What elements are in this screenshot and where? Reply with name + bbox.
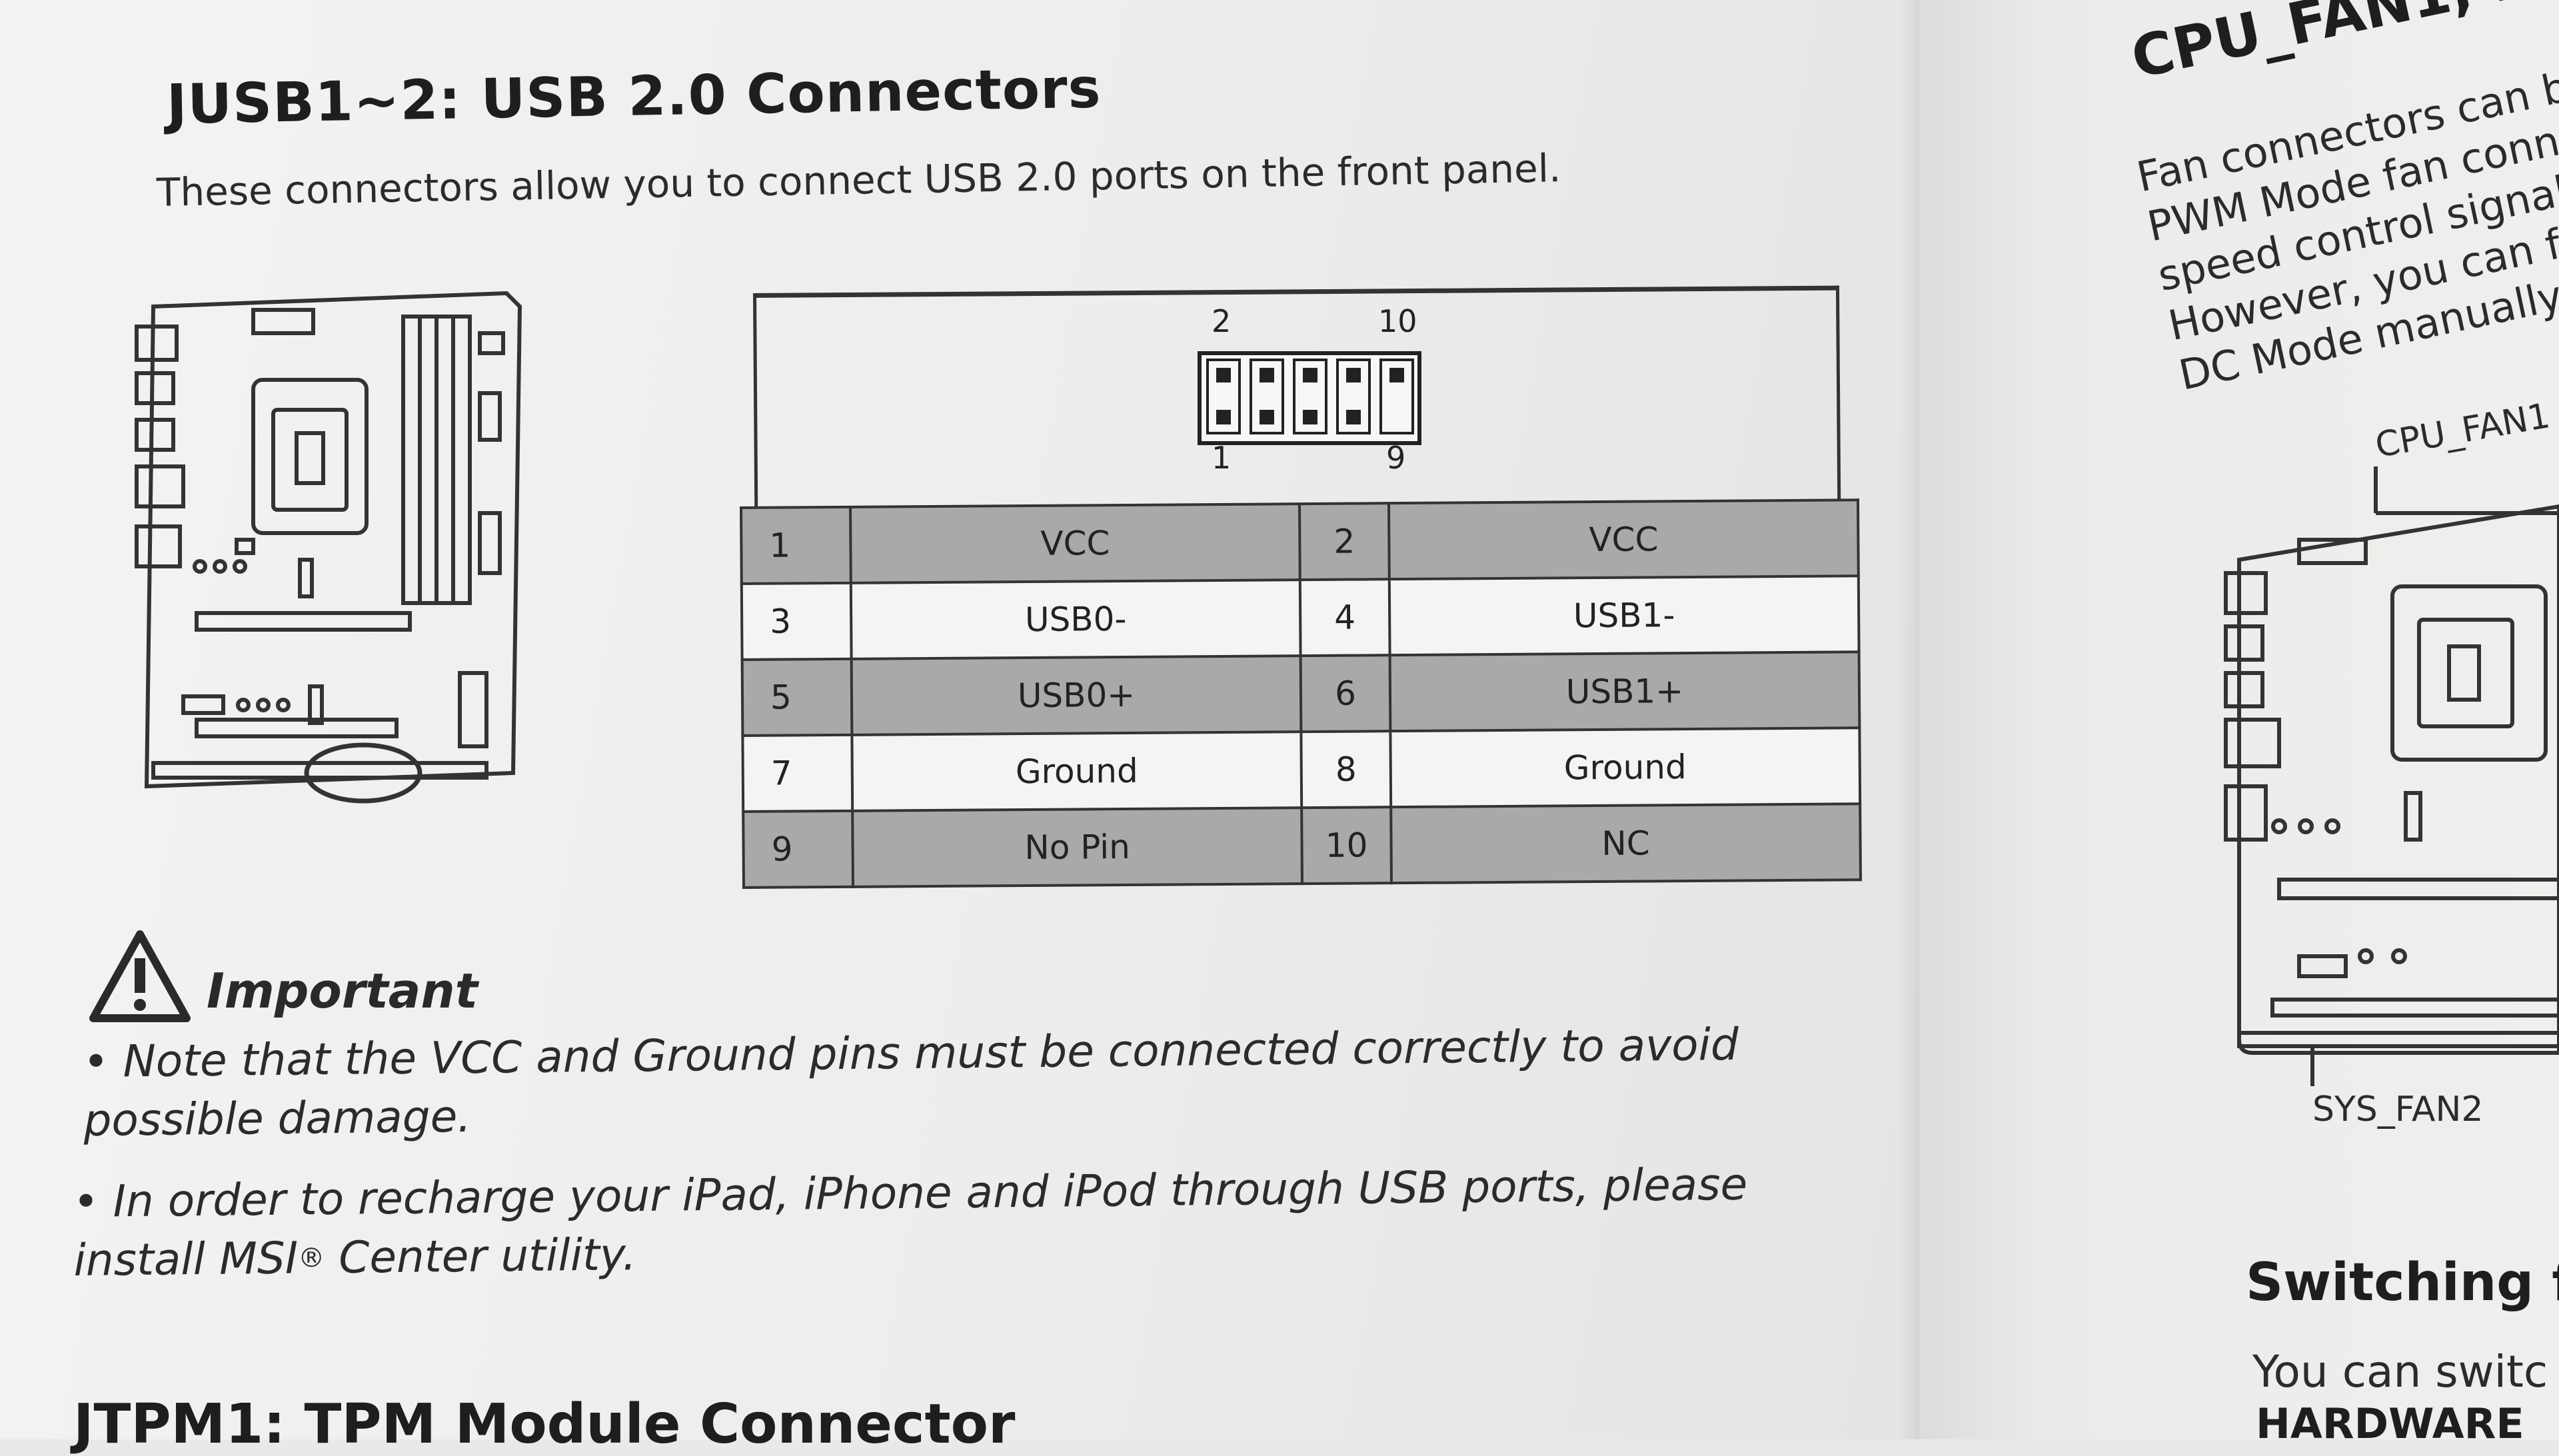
right-paragraph: Fan connectors can b PWM Mode fan conn s…: [2132, 62, 2559, 401]
pin-signal: No Pin: [852, 808, 1302, 887]
pin-number: 3: [741, 582, 852, 660]
pin-signal: USB1-: [1389, 576, 1859, 656]
right-subheading: Switching fa: [2246, 1253, 2559, 1313]
motherboard-illustration: [135, 291, 522, 804]
table-row: 7 Ground 8 Ground: [742, 728, 1861, 812]
pin-number: 5: [742, 658, 852, 736]
table-row: 9 No Pin 10 NC: [743, 804, 1861, 888]
registered-mark: ®: [298, 1243, 325, 1274]
pin-label-10: 10: [1378, 303, 1417, 339]
pin-label-1: 1: [1212, 440, 1232, 476]
pin-signal: Ground: [852, 732, 1302, 811]
table-row: 5 USB0+ 6 USB1+: [742, 652, 1860, 736]
section-description: These connectors allow you to connect US…: [156, 145, 1561, 215]
next-section-heading: JTPM1: TPM Module Connector: [73, 1393, 1016, 1456]
right-sub-line: You can switc: [2252, 1346, 2548, 1397]
pin-number: 10: [1301, 807, 1391, 884]
pin-number: 9: [743, 810, 853, 888]
table-row: 3 USB0- 4 USB1-: [741, 576, 1859, 660]
pin-number: 8: [1301, 731, 1391, 808]
pin-number: 2: [1299, 503, 1389, 580]
note-text-end: Center utility.: [324, 1229, 637, 1284]
pin-label-9: 9: [1386, 440, 1406, 476]
pin-signal: VCC: [850, 504, 1300, 583]
pin-signal: USB0+: [851, 656, 1301, 735]
pin-signal: Ground: [1390, 728, 1861, 808]
sys-fan-label: SYS_FAN2: [2312, 1090, 2484, 1129]
table-row: 1 VCC 2 VCC: [741, 500, 1859, 584]
pin-number: 1: [741, 506, 851, 584]
usb-header-pinout: [1198, 351, 1421, 445]
pin-number: 7: [742, 734, 853, 812]
pin-signal: NC: [1391, 804, 1861, 884]
important-title: Important: [207, 963, 478, 1019]
pin-label-2: 2: [1212, 303, 1232, 339]
right-page: CPU_FAN1, P Fan connectors can b PWM Mod…: [1919, 0, 2559, 1439]
note-recharge: • In order to recharge your iPad, iPhone…: [73, 1158, 1748, 1286]
pin-definition-table: 1 VCC 2 VCC 3 USB0- 4 USB1- 5 USB0+ 6 US…: [740, 498, 1862, 889]
pin-signal: USB1+: [1389, 652, 1860, 732]
pin-signal: USB0-: [850, 580, 1301, 659]
motherboard-illustration-right: [2224, 466, 2559, 1086]
right-sub-line-bold: HARDWARE: [2256, 1399, 2524, 1439]
left-page: JUSB1~2: USB 2.0 Connectors These connec…: [0, 0, 1919, 1456]
note-vcc-ground: • Note that the VCC and Ground pins must…: [83, 1018, 1739, 1146]
note-text: Note that the VCC and Ground pins must b…: [83, 1018, 1739, 1146]
right-section-title: CPU_FAN1, P: [2126, 0, 2539, 92]
warning-icon: [89, 930, 191, 1022]
pin-number: 4: [1299, 579, 1390, 656]
cpu-fan-label: CPU_FAN1: [2372, 396, 2553, 466]
pin-number: 6: [1300, 655, 1391, 732]
pin-signal: VCC: [1388, 500, 1859, 580]
section-title: JUSB1~2: USB 2.0 Connectors: [166, 57, 1102, 137]
